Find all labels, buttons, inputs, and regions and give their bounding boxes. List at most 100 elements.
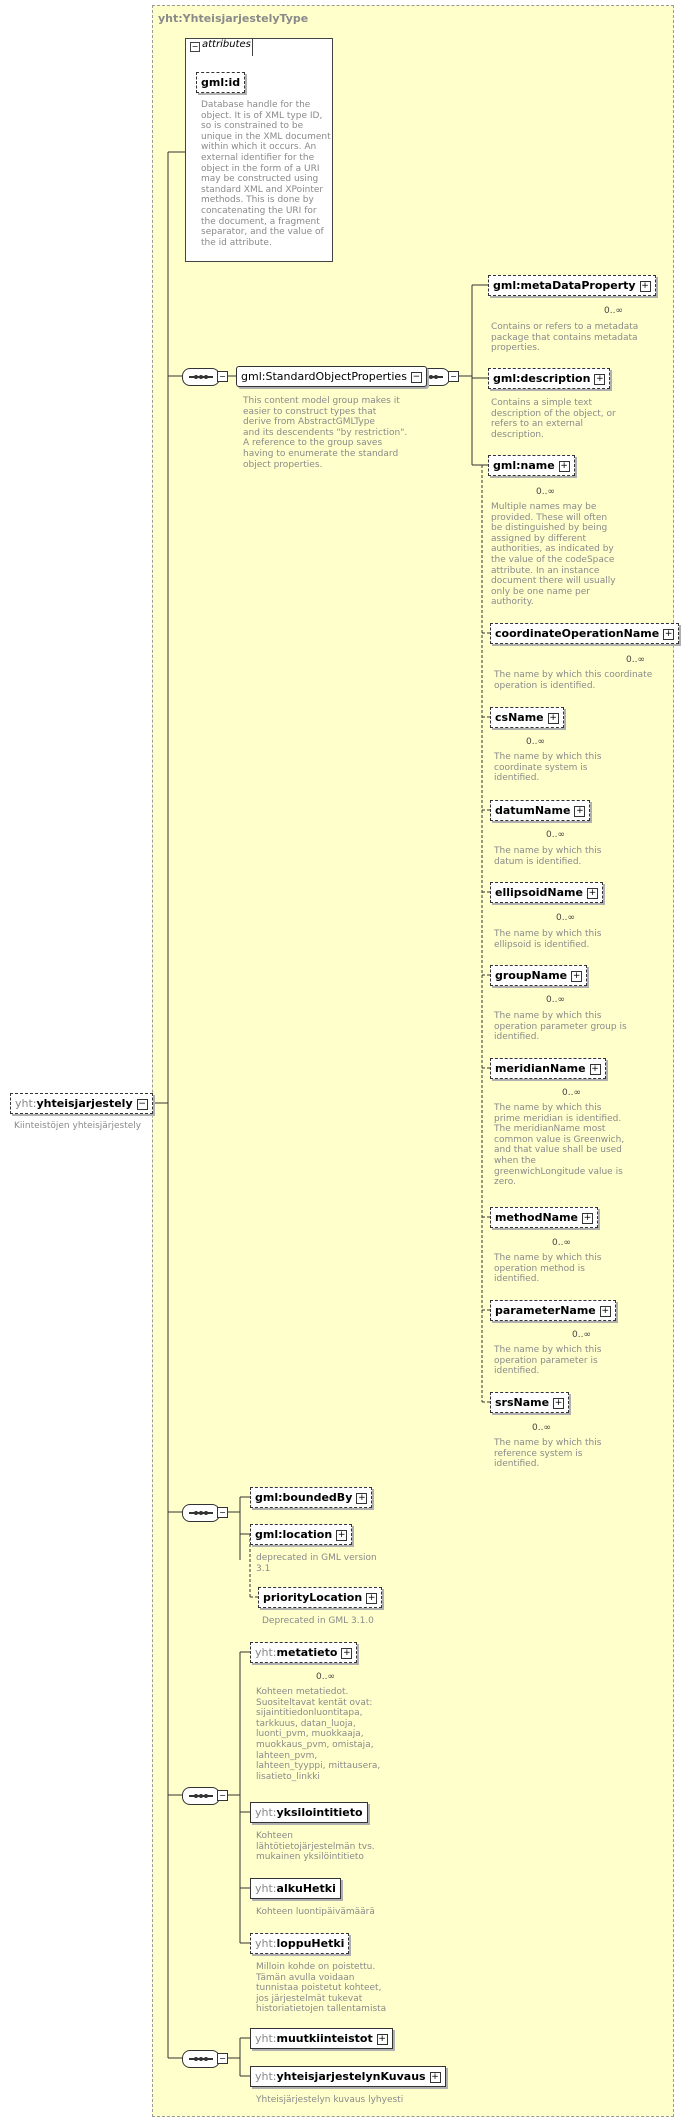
root-element-yhteisjarjestely[interactable]: yht:yhteisjarjestely− [10,1093,153,1114]
expand-icon[interactable]: + [574,805,586,817]
expand-icon[interactable]: + [639,280,651,292]
desc-line: deprecated in GML version [256,1553,377,1563]
element-gml-metadataproperty[interactable]: gml:metaDataProperty+ [488,275,656,296]
expand-icon[interactable]: + [366,1592,378,1604]
desc-line: may be constructed using [201,174,319,185]
expand-icon[interactable]: + [336,1529,348,1541]
desc-line: Multiple names may be [491,502,597,512]
expand-icon[interactable]: + [341,1647,353,1659]
desc-line: historiatietojen tallentamista [256,2004,387,2015]
desc-line: authorities, as indicated by [491,544,614,555]
collapse-icon[interactable]: − [136,1098,148,1110]
expand-icon[interactable]: + [571,970,583,982]
sequence-compositor[interactable] [182,2050,220,2068]
desc-line: assigned by different [491,533,587,544]
expand-icon[interactable]: + [356,1492,368,1504]
element-methodname[interactable]: methodName+ [490,1207,598,1228]
element-meridianname[interactable]: meridianName+ [490,1058,606,1079]
desc-line: standard XML and XPointer [201,184,324,195]
desc-line: when the [494,1155,536,1166]
desc-line: The name by which this [494,752,602,762]
desc-line: and its descendents "by restriction". [243,427,408,438]
element-ellipsoidname[interactable]: ellipsoidName+ [490,882,603,903]
element-gml-boundedby[interactable]: gml:boundedBy+ [250,1487,373,1508]
desc-line: The name by which this [494,1438,602,1448]
expand-icon[interactable]: + [582,1212,593,1224]
desc-line: Suositeltavat kentät ovat: [256,1697,373,1708]
element-yht-metatieto[interactable]: yht:metatieto+ [250,1642,358,1663]
sequence-compositor[interactable] [182,1504,220,1522]
element-yht-yksilointitieto[interactable]: yht:yksilointitieto [250,1802,368,1823]
desc-line: provided. These will often [491,512,608,523]
element-label: metatieto [276,1646,338,1659]
element-yht-loppuhetki[interactable]: yht:loppuHetki [250,1933,350,1954]
element-description: Deprecated in GML 3.1.0 [262,1616,374,1627]
desc-line: operation parameter is [494,1355,598,1366]
element-csname[interactable]: csName+ [490,707,564,728]
element-coordinateoperationname[interactable]: coordinateOperationName+ [490,623,680,644]
element-label: srsName [495,1396,550,1409]
desc-line: having to enumerate the standard [243,448,399,459]
desc-line: only be one name per [491,586,590,597]
element-label: gml:boundedBy [255,1491,353,1504]
expand-icon[interactable]: + [594,373,606,385]
element-label: muutkiinteistot [276,2032,373,2045]
desc-line: lähtötietojärjestelmän tvs. [256,1841,375,1852]
element-label: priorityLocation [263,1591,363,1604]
cardinality: 0..∞ [536,487,555,497]
desc-line: object properties. [243,459,323,470]
expand-icon[interactable]: + [586,887,598,899]
element-yht-muutkiinteistot[interactable]: yht:muutkiinteistot+ [250,2028,393,2049]
desc-line: Yhteisjärjestelyn kuvaus lyhyesti [256,2095,404,2105]
desc-line: Contains or refers to a metadata [491,322,639,332]
collapse-icon[interactable]: − [190,42,200,52]
expand-icon[interactable]: + [429,2071,441,2083]
attribute-gml-id[interactable]: gml:id [196,72,246,93]
collapse-icon[interactable]: − [410,371,422,383]
element-datumname[interactable]: datumName+ [490,800,591,821]
element-gml-description[interactable]: gml:description+ [488,368,611,389]
expand-icon[interactable]: + [599,1305,611,1317]
collapse-icon[interactable]: − [217,1507,228,1518]
element-label: gml:metaDataProperty [493,279,636,292]
expand-icon[interactable]: + [589,1063,601,1075]
expand-icon[interactable]: + [547,712,559,724]
desc-line: object in the form of a URI [201,163,320,174]
element-label: ellipsoidName [495,886,583,899]
expand-icon[interactable]: + [663,628,675,640]
attributes-tab[interactable]: −attributes [185,38,253,56]
cardinality: 0..∞ [562,1088,581,1098]
expand-icon[interactable]: + [558,460,570,472]
expand-icon[interactable]: + [553,1397,565,1409]
desc-line: The meridianName most [494,1124,606,1135]
element-groupname[interactable]: groupName+ [490,965,588,986]
desc-line: methods. This is done by [201,195,314,206]
element-yht-yhteisjarjestelynkuvaus[interactable]: yht:yhteisjarjestelynKuvaus+ [250,2066,446,2087]
desc-line: greenwichLongitude value is [494,1166,623,1177]
element-parametername[interactable]: parameterName+ [490,1300,616,1321]
element-srsname[interactable]: srsName+ [490,1392,570,1413]
desc-line: operation method is [494,1263,585,1274]
desc-line: identified. [494,773,540,784]
desc-line: The name by which this [494,846,602,856]
expand-icon[interactable]: + [376,2033,388,2045]
collapse-icon[interactable]: − [217,371,228,382]
desc-line: prime meridian is identified. [494,1113,622,1124]
desc-line: the value of the codeSpace [491,554,615,565]
cardinality: 0..∞ [572,1330,591,1340]
sequence-compositor[interactable] [182,1787,220,1805]
desc-line: lahteen_tyyppi, mittausera, [256,1761,381,1772]
element-gml-name[interactable]: gml:name+ [488,455,575,476]
element-prioritylocation[interactable]: priorityLocation+ [258,1587,383,1608]
desc-line: operation parameter group is [494,1021,627,1032]
collapse-icon[interactable]: − [217,1790,228,1801]
collapse-icon[interactable]: − [448,371,459,382]
element-gml-location[interactable]: gml:location+ [250,1524,353,1545]
sequence-compositor[interactable] [182,368,220,386]
element-yht-alkuhetki[interactable]: yht:alkuHetki [250,1878,341,1899]
collapse-icon[interactable]: − [217,2053,228,2064]
group-standard-object-properties[interactable]: gml:StandardObjectProperties− [236,366,427,387]
